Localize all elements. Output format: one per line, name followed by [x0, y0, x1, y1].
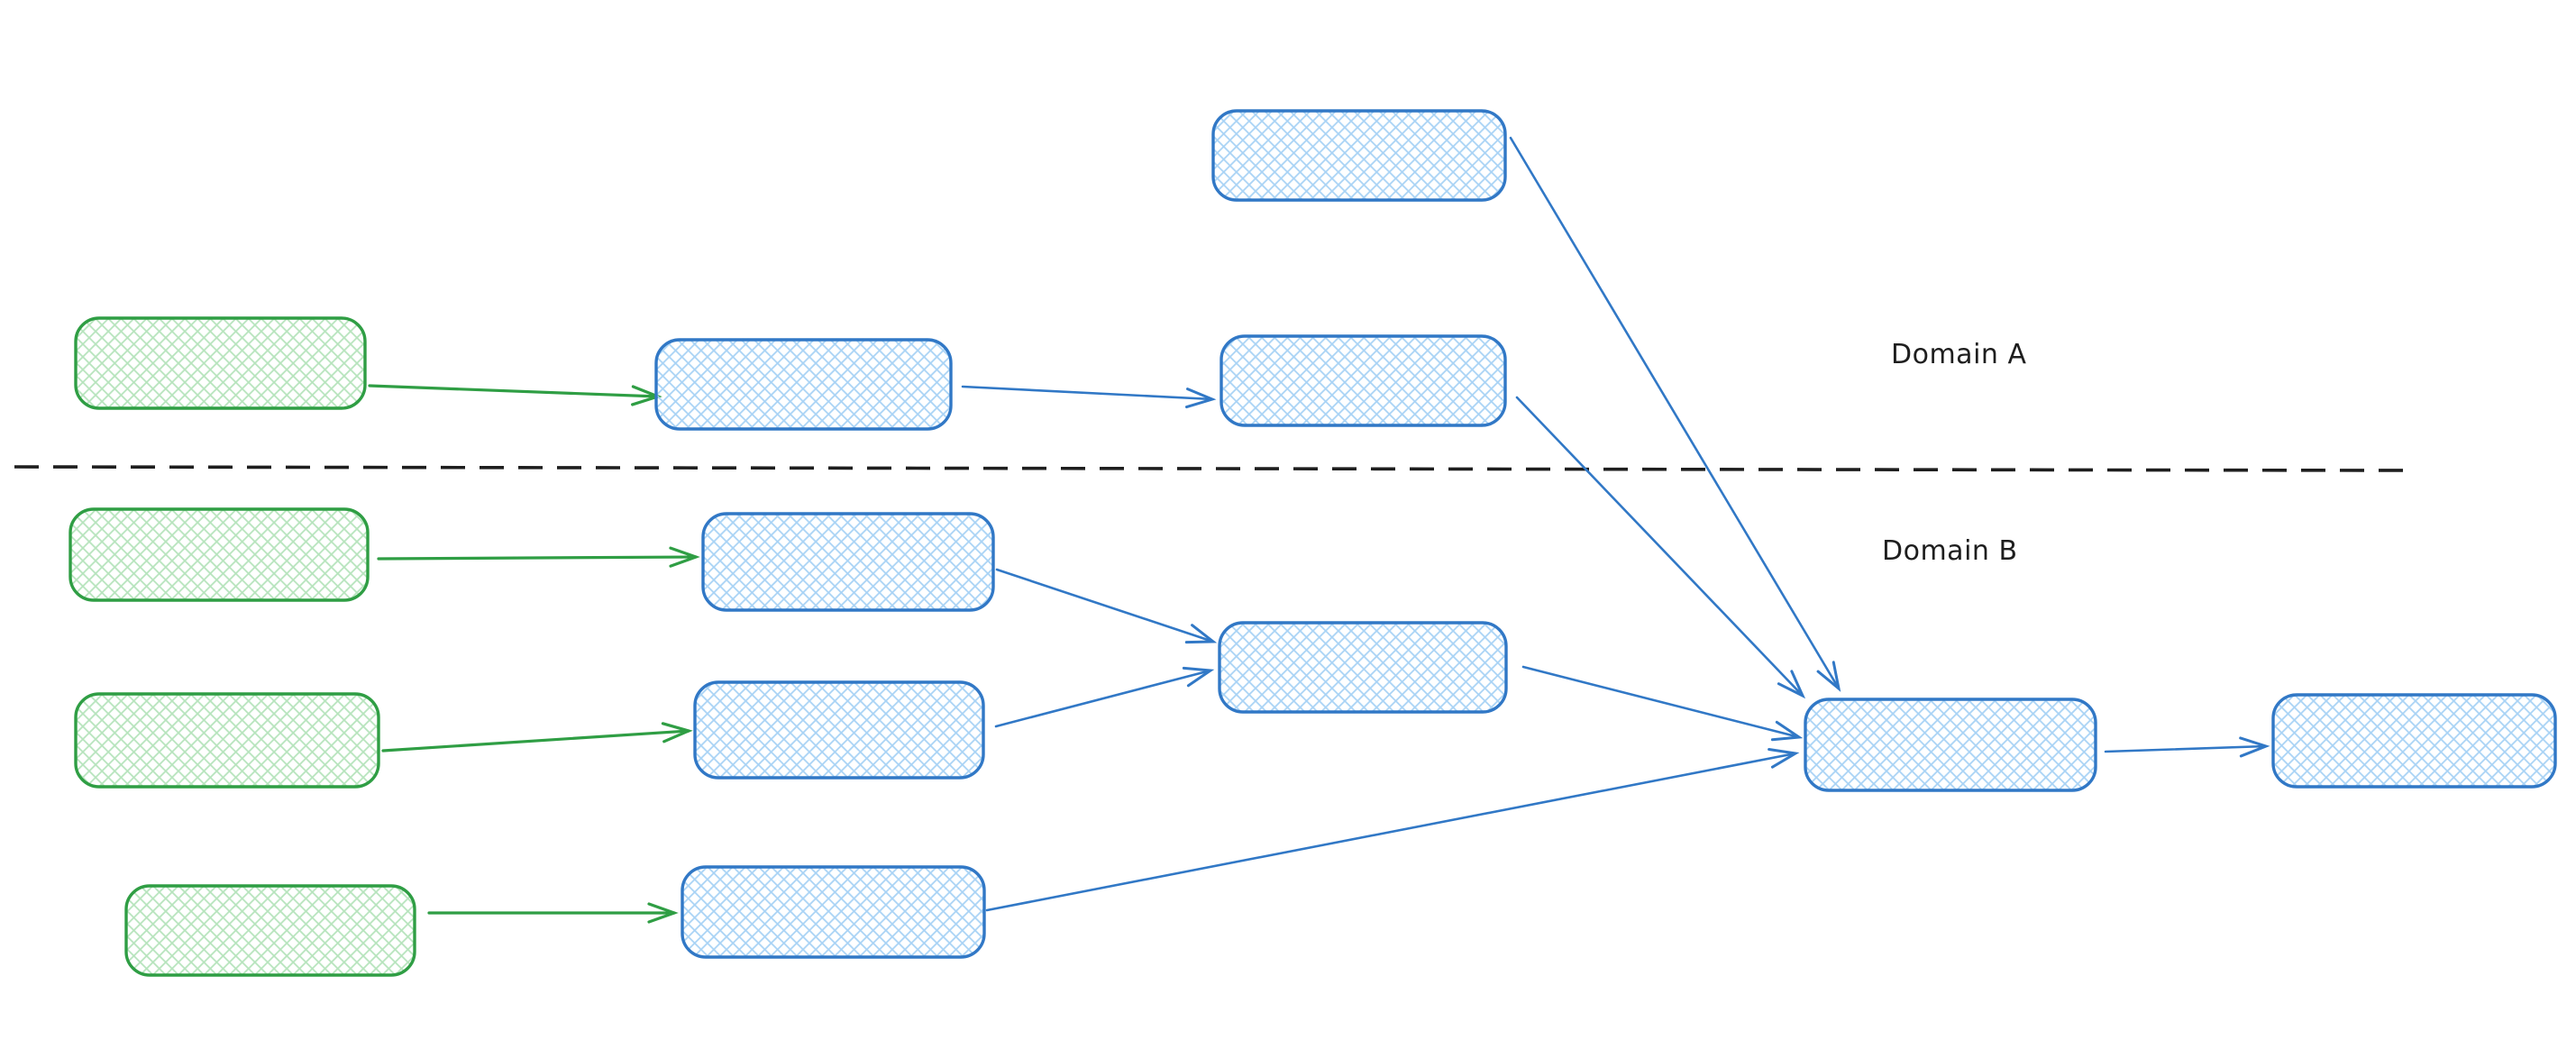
domain-a-label[interactable]: Domain A — [1891, 339, 2026, 370]
node-green-source-b1[interactable] — [69, 507, 370, 602]
domain-b-label[interactable]: Domain B — [1882, 535, 2018, 567]
node-blue-stage-b1[interactable] — [701, 512, 995, 612]
domain-divider-line[interactable] — [14, 465, 2415, 472]
arrow-green-b1-to-stage-b1[interactable] — [377, 546, 700, 568]
arrow-green-b2-to-stage-b2[interactable] — [381, 722, 693, 753]
arrow-stage-b2-to-merge[interactable] — [994, 666, 1215, 728]
arrow-hub-to-final[interactable] — [2104, 736, 2270, 758]
arrow-stage-a2-to-hub[interactable] — [1515, 396, 1806, 699]
nodes-layer — [69, 109, 2557, 977]
node-green-source-a[interactable] — [74, 316, 367, 410]
node-blue-top[interactable] — [1211, 109, 1507, 202]
node-green-source-b3[interactable] — [124, 884, 416, 977]
arrow-stage-b1-to-merge[interactable] — [995, 568, 1218, 644]
arrow-stage-a1-to-stage-a2[interactable] — [961, 385, 1217, 409]
node-blue-stage-b3[interactable] — [681, 865, 986, 959]
node-blue-stage-a1[interactable] — [654, 338, 953, 431]
node-blue-hub[interactable] — [1804, 698, 2097, 792]
arrow-stage-b3-to-hub[interactable] — [985, 748, 1800, 912]
arrow-merge-to-hub[interactable] — [1521, 665, 1804, 742]
arrows-layer — [368, 136, 2270, 924]
node-blue-stage-b2[interactable] — [693, 680, 985, 780]
node-blue-merge[interactable] — [1218, 621, 1508, 714]
node-green-source-b2[interactable] — [74, 692, 380, 789]
node-blue-final[interactable] — [2271, 693, 2557, 789]
arrow-green-a-to-stage-a1[interactable] — [368, 384, 662, 406]
node-blue-stage-a2[interactable] — [1219, 334, 1507, 427]
arrow-blue-top-to-hub[interactable] — [1509, 136, 1841, 692]
